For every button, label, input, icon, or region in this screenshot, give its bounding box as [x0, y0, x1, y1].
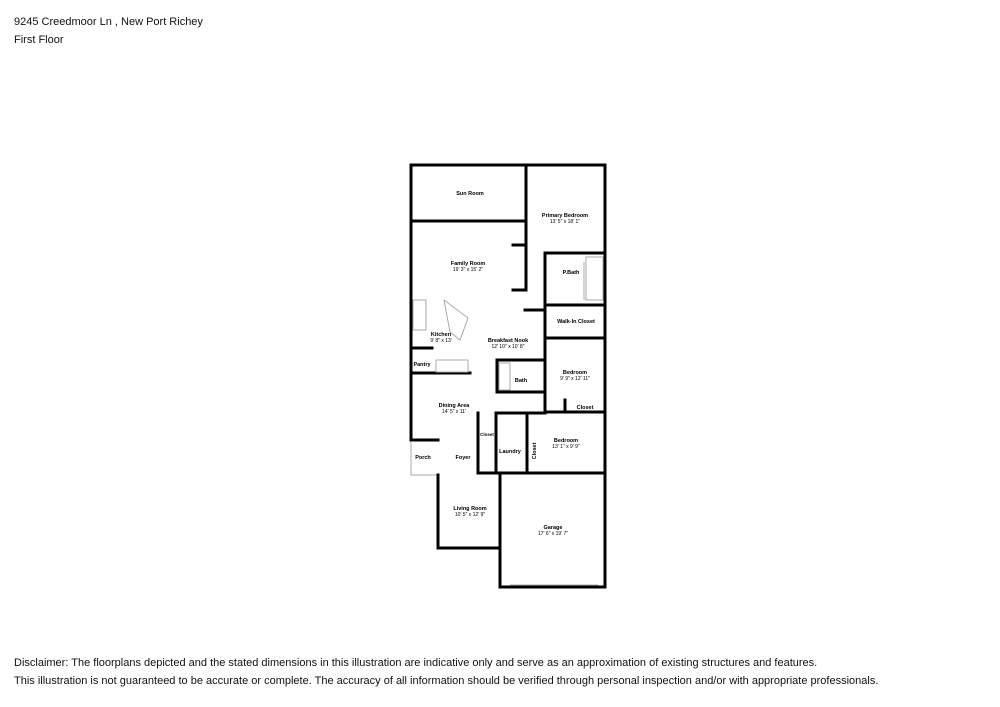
room-name: Kitchen [431, 332, 452, 338]
room-name: Closet [480, 432, 494, 437]
room-dims: 13' 5" x 18' 1" [550, 219, 580, 225]
room-bedroom-2: Bedroom 9' 9" x 12' 11" [560, 370, 590, 382]
room-name: Primary Bedroom [542, 213, 588, 219]
room-kitchen: Kitchen 9' 8" x 13' [430, 332, 452, 344]
room-name: Dining Area [439, 403, 471, 409]
room-name: Garage [544, 525, 563, 531]
room-name: Closet [532, 442, 538, 459]
room-family-room: Family Room 19' 3" x 15' 2" [451, 261, 486, 273]
room-living-room: Living Room 10' 5" x 12' 9" [453, 506, 486, 518]
room-garage: Garage 17' 6" x 19' 7" [538, 525, 568, 537]
room-p-bath: P.Bath [563, 270, 580, 276]
disclaimer-line-2: This illustration is not guaranteed to b… [14, 675, 879, 687]
room-sun-room: Sun Room [456, 191, 484, 197]
room-dims: 17' 6" x 19' 7" [538, 531, 568, 537]
address: 9245 Creedmoor Ln , New Port Richey [14, 16, 203, 28]
floor-label: First Floor [14, 34, 64, 46]
room-foyer-closet: Closet [480, 432, 494, 437]
room-pantry: Pantry [413, 362, 431, 368]
room-foyer: Foyer [456, 455, 472, 461]
room-primary-bedroom: Primary Bedroom 13' 5" x 18' 1" [542, 213, 588, 225]
room-name: Pantry [413, 362, 431, 368]
room-dims: 14' 5" x 11' [442, 409, 466, 415]
room-name: Walk-In Closet [557, 319, 595, 325]
room-dims: 13' 1" x 9' 9" [552, 444, 580, 450]
room-dims: 9' 9" x 12' 11" [560, 376, 590, 382]
room-name: Living Room [453, 506, 486, 512]
room-dims: 19' 3" x 15' 2" [453, 267, 483, 273]
room-name: Breakfast Nook [488, 338, 529, 344]
room-name: Bath [515, 378, 528, 384]
room-bedroom-3: Bedroom 13' 1" x 9' 9" [552, 438, 580, 450]
room-dims: 9' 8" x 13' [430, 338, 452, 344]
room-name: Foyer [456, 455, 472, 461]
room-walk-in-closet: Walk-In Closet [557, 319, 595, 325]
room-closet-2: Closet [577, 405, 594, 411]
disclaimer-line-1: Disclaimer: The floorplans depicted and … [14, 657, 818, 669]
walls [409, 163, 607, 589]
room-name: Bedroom [563, 370, 587, 376]
room-name: Sun Room [456, 191, 484, 197]
room-name: Closet [577, 405, 594, 411]
room-breakfast-nook: Breakfast Nook 12' 10" x 10' 8" [488, 338, 529, 350]
room-name: Porch [415, 455, 431, 461]
room-name: Laundry [499, 449, 522, 455]
room-name: Family Room [451, 261, 486, 267]
room-porch: Porch [415, 455, 431, 461]
room-name: Bedroom [554, 438, 578, 444]
room-closet-3: Closet [532, 442, 538, 459]
room-dims: 12' 10" x 10' 8" [492, 344, 525, 350]
room-dining-area: Dining Area 14' 5" x 11' [439, 403, 471, 415]
room-dims: 10' 5" x 12' 9" [455, 512, 485, 518]
room-bath: Bath [515, 378, 528, 384]
room-laundry: Laundry [499, 449, 522, 455]
room-name: P.Bath [563, 270, 580, 276]
